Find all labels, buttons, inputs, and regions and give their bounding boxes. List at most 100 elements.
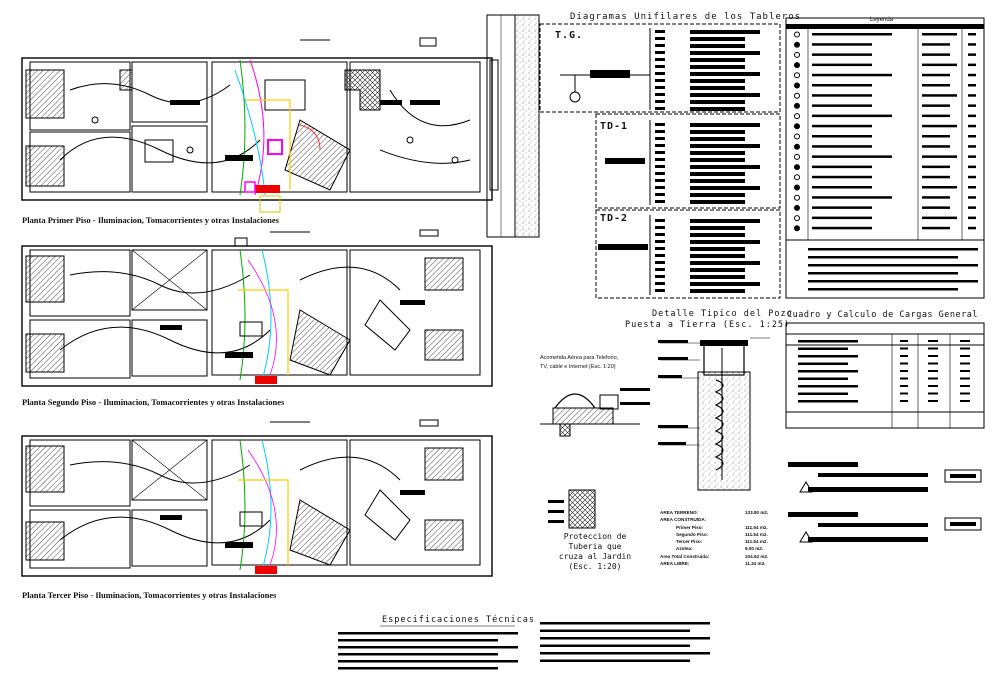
legend-symbol-icon [794,72,800,79]
legend-desc-bar [812,114,892,118]
load-desc-bar [798,370,858,373]
circuit-tag [655,282,665,285]
load-val-bar [928,340,938,342]
legend-symbol-icon [794,92,800,99]
load-val-bar [960,392,970,395]
notes-block [788,462,982,543]
load-val-bar [900,370,908,372]
plan-third-floor [21,419,493,577]
load-val-bar [900,362,908,365]
area-value: 334.62 m2. [745,553,769,559]
circuit-tag [655,219,665,222]
legend-desc-bar [812,104,872,107]
circuit-label-bar [690,93,760,97]
circuit-label-bar [690,247,745,251]
legend-desc-bar [812,175,872,179]
board-label-td2: TD-2 [600,213,629,224]
aerial-connection-detail [540,388,650,437]
grounding-well-detail [658,337,770,491]
spec-right-bar [540,644,690,647]
legend-desc-bar [812,124,872,128]
legend-spec-bar [922,216,957,220]
spec-left-bar [338,653,498,656]
legend-symbol-icon [794,204,800,211]
circuit-label-bar [690,158,745,162]
legend-symbol-icon [794,51,800,58]
load-val-bar [960,355,970,357]
load-val-bar [960,400,970,402]
legend-spec-bar [922,186,957,189]
circuit-tag [655,144,665,147]
legend-symbol-icon [794,31,800,38]
legend-code-bar [968,104,976,107]
circuit-tag [655,123,665,126]
legend-symbol-icon [794,194,800,201]
load-rows [798,340,970,403]
circuit-tag [655,137,665,140]
legend-note-bar [808,280,978,283]
load-table [785,322,985,429]
circuit-tag [655,193,665,196]
legend-desc-bar [812,145,872,148]
circuit-label-bar [690,51,760,55]
pipe-title-4: (Esc. 1:20) [568,562,622,571]
legend-code-bar [968,84,976,87]
area-label: Tercer Piso: [676,539,703,545]
circuit-label-bar [690,289,745,293]
legend-spec-bar [922,104,950,107]
load-desc-bar [798,377,848,380]
legend-note-bar [808,272,958,275]
area-label: AREA LIBRE: [660,561,690,567]
circuit-tag [655,107,665,110]
circuit-label-bar [690,282,760,286]
load-val-bar [900,347,908,350]
area-value: 133.80 m2. [745,510,769,515]
grounding-title-1: Detalle Tipico del Pozo [652,309,793,319]
circuit-tag [655,93,665,96]
plan-second-floor [21,229,493,387]
area-label: AREA CONSTRUIDA: [660,517,707,523]
legend-spec-bar [922,73,950,77]
spec-left-bar [338,632,518,635]
circuit-label-bar [690,137,745,141]
circuit-label-bar [690,86,745,90]
area-row: Segundo Piso:111.54 m2. [660,532,780,539]
legend-code-bar [968,145,976,148]
area-label: Azotea: [676,546,693,552]
single-line-diagrams [539,23,781,299]
legend-spec-bar [922,175,950,179]
legend-spec-bar [922,165,950,169]
legend-code-bar [968,43,976,46]
plan-caption-first: Planta Primer Piso - Iluminacion, Tomaco… [22,215,279,225]
circuit-tag [655,261,665,264]
load-desc-bar [798,385,858,388]
legend-symbol-icon [794,225,800,232]
area-row: Azotea:9.00 m2. [660,546,780,553]
legend-symbol-icon [794,82,800,89]
plan-first-floor [21,37,493,213]
circuit-label-bar [690,200,745,204]
spec-rows [338,622,710,670]
riser-section [486,14,540,238]
legend-code-bar [968,63,976,67]
circuit-tag [655,79,665,82]
legend-symbol-icon [794,102,800,109]
legend-code-bar [968,155,976,158]
circuit-tag [655,172,665,175]
loads-title: Cuadro y Calculo de Cargas General [787,310,978,320]
spec-left-bar [338,667,498,670]
load-val-bar [960,362,970,365]
legend-symbol-icon [794,184,800,191]
load-desc-bar [798,392,848,395]
legend-symbol-icon [794,153,800,160]
load-val-bar [960,385,970,387]
legend-desc-bar [812,226,872,230]
load-desc-bar [798,347,848,350]
legend-desc-bar [812,135,872,138]
legend-symbol-icon [794,164,800,171]
circuit-label-bar [690,58,745,62]
plan-caption-third: Planta Tercer Piso - Iluminacion, Tomaco… [22,590,277,600]
load-desc-bar [798,355,858,358]
circuit-label-bar [690,107,745,111]
circuit-label-bar [690,44,745,48]
